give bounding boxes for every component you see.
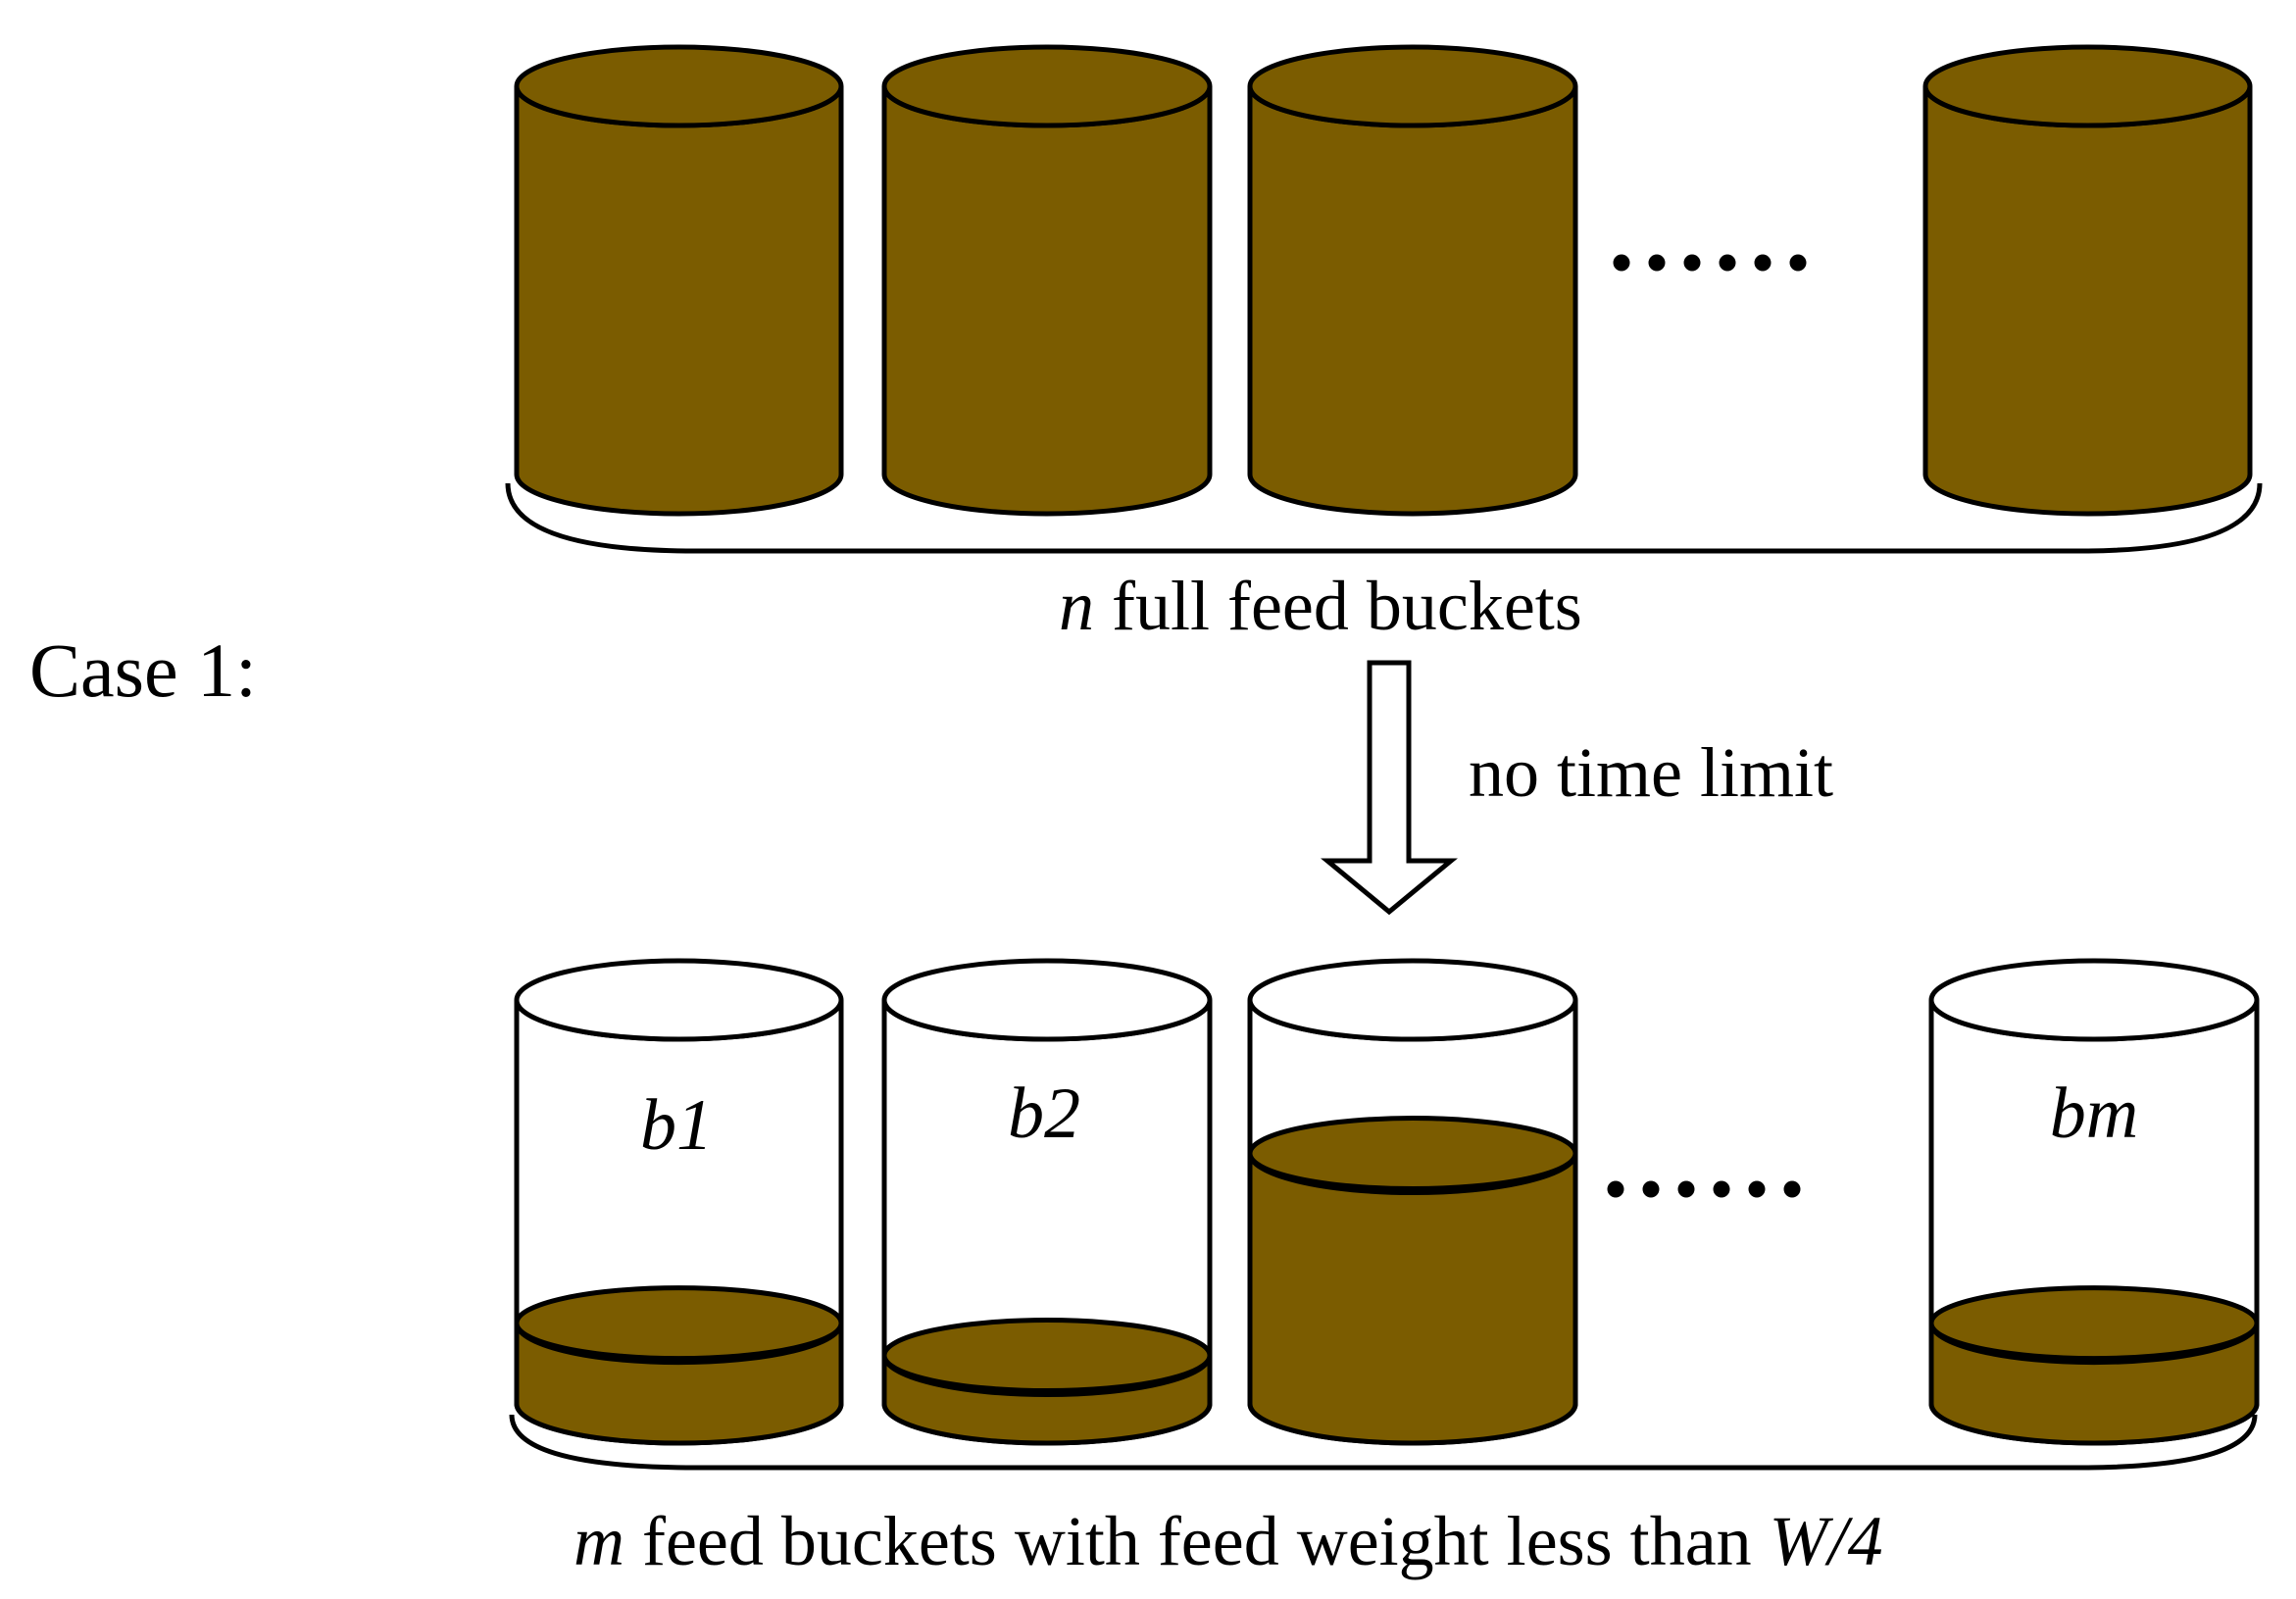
top-caption: n full feed buckets — [1059, 567, 1582, 645]
ellipsis-dot — [1642, 1180, 1660, 1198]
bucket-rim — [514, 958, 844, 1042]
partial-bucket: b1 — [514, 958, 844, 1446]
full-buckets-row — [514, 44, 2253, 517]
full-bucket — [1247, 44, 1578, 517]
ellipsis-dot — [1713, 1180, 1730, 1198]
bottom-caption-var: m — [574, 1502, 624, 1580]
bucket-label: b2 — [1008, 1074, 1080, 1154]
transition-label: no time limit — [1469, 733, 1833, 812]
full-bucket — [514, 44, 844, 517]
feed-volume — [1928, 1323, 2260, 1446]
bucket-top — [514, 44, 844, 128]
top-caption-var: n — [1059, 567, 1094, 645]
ellipsis-dot — [1719, 254, 1736, 272]
top-ellipsis — [1613, 254, 1807, 272]
bucket-rim — [881, 958, 1213, 1042]
partial-buckets-row: b1 b2 bm — [514, 958, 2260, 1446]
bucket-top — [881, 44, 1213, 128]
ellipsis-dot — [1789, 254, 1807, 272]
bucket-rim — [1247, 958, 1578, 1042]
feed-volume — [514, 1323, 844, 1446]
ellipsis-dot — [1683, 254, 1701, 272]
ellipsis-dot — [1677, 1180, 1695, 1198]
partial-bucket: b2 — [881, 958, 1213, 1446]
bucket-label: b1 — [640, 1085, 713, 1166]
bucket-body — [1247, 85, 1578, 517]
partial-bucket — [1247, 958, 1578, 1446]
feed-surface — [514, 1285, 844, 1362]
bucket-rim — [1928, 958, 2260, 1042]
bottom-caption-text: feed buckets with feed weight less than — [624, 1502, 1770, 1580]
bottom-caption-end: W/4 — [1770, 1502, 1883, 1580]
bucket-top — [1922, 44, 2253, 128]
ellipsis-dot — [1783, 1180, 1801, 1198]
feed-surface — [881, 1318, 1213, 1394]
feed-volume — [881, 1355, 1213, 1446]
ellipsis-dot — [1648, 254, 1666, 272]
bucket-top — [1247, 44, 1578, 128]
full-bucket — [1922, 44, 2253, 517]
top-caption-text: full feed buckets — [1094, 567, 1582, 645]
down-arrow-icon — [1321, 660, 1458, 916]
partial-bucket: bm — [1928, 958, 2260, 1446]
feed-surface — [1928, 1285, 2260, 1362]
bottom-ellipsis — [1607, 1180, 1801, 1198]
top-brace — [505, 482, 2263, 554]
feed-surface — [1247, 1116, 1578, 1192]
bucket-label: bm — [2050, 1074, 2138, 1154]
ellipsis-dot — [1754, 254, 1772, 272]
ellipsis-dot — [1607, 1180, 1624, 1198]
full-bucket — [881, 44, 1213, 517]
bucket-body — [514, 85, 844, 517]
bottom-brace — [509, 1414, 2258, 1471]
ellipsis-dot — [1748, 1180, 1766, 1198]
bucket-body — [1922, 85, 2253, 517]
bucket-body — [881, 85, 1213, 517]
case-label: Case 1: — [29, 627, 257, 713]
bottom-caption: m feed buckets with feed weight less tha… — [574, 1502, 1883, 1580]
feed-volume — [1247, 1153, 1578, 1446]
ellipsis-dot — [1613, 254, 1630, 272]
